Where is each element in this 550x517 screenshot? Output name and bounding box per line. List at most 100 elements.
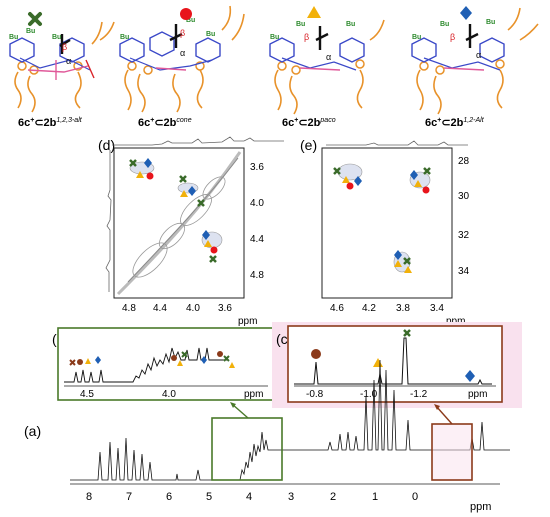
panel-a-x-tick-4: 5 xyxy=(206,491,212,503)
panel-e-y-tick-2: 30 xyxy=(458,191,470,202)
panel-e-label: (e) xyxy=(300,137,317,153)
structure-4-bu-label-1: Bu xyxy=(412,34,421,41)
panel-c-box xyxy=(287,325,503,403)
structure-3-triangle-marker xyxy=(307,6,321,18)
panel-d-x-unit: ppm xyxy=(238,316,257,327)
structure-4-beta: β xyxy=(450,32,455,42)
structure-1-cross-marker xyxy=(28,12,42,26)
panel-e-y-tick-3: 32 xyxy=(458,230,470,241)
panel-e: (e) 4.6 4.2 3.8 3.4 ppm 28 30 32 34 xyxy=(300,137,470,327)
structure-3-drawing xyxy=(269,19,385,115)
panel-d-cross-marker-2 xyxy=(179,175,187,183)
panel-a-x-tick-1: 8 xyxy=(86,491,92,503)
panel-d-y-tick-1: 3.6 xyxy=(250,162,264,173)
structure-4-alpha: α xyxy=(476,50,481,60)
structure-4-drawing xyxy=(411,7,539,115)
panel-b-x-unit: ppm xyxy=(244,389,263,400)
structure-1-alpha: α xyxy=(66,56,71,66)
panel-c-x-unit: ppm xyxy=(468,389,487,400)
structure-3-label: 6c+⊂2bpaco xyxy=(282,117,336,129)
panel-e-cross-marker-3 xyxy=(403,257,411,265)
panel-b-spectrum xyxy=(64,347,229,383)
panel-b-box xyxy=(57,327,275,401)
structure-2: Bu Bu Bu β α 6c+⊂2bcone xyxy=(119,5,245,129)
panel-e-plot-area xyxy=(321,147,453,299)
panel-b-cross-marker-2 xyxy=(181,351,188,358)
structure-1-bu-label-1: Bu xyxy=(9,34,18,41)
structure-1-beta: β xyxy=(62,42,67,52)
structure-2-label: 6c+⊂2bcone xyxy=(138,117,192,129)
panel-d-side-projection xyxy=(105,150,112,292)
panel-c-spectrum xyxy=(294,337,492,385)
panel-d-triangle-marker-1 xyxy=(136,171,144,178)
panel-e-x-tick-4: 3.4 xyxy=(430,303,444,314)
panel-e-x-tick-3: 3.8 xyxy=(396,303,410,314)
structure-1-label: 6c+⊂2b1,2,3-alt xyxy=(18,117,83,129)
structure-4-bu-label-2: Bu xyxy=(440,21,449,28)
panel-e-cross-marker-1 xyxy=(333,167,341,175)
panel-c-x-tick-3: -1.2 xyxy=(410,389,428,400)
structure-4-label: 6c+⊂2b1,2-Alt xyxy=(425,117,485,129)
panel-d-x-tick-1: 4.8 xyxy=(122,303,136,314)
structure-3-bu-label-1: Bu xyxy=(270,34,279,41)
panel-b-x-tick-1: 4.5 xyxy=(80,389,94,400)
panel-c-circle-marker xyxy=(311,349,321,359)
panel-e-y-tick-1: 28 xyxy=(458,156,470,167)
panel-d-x-tick-3: 4.0 xyxy=(186,303,200,314)
panel-e-cross-marker-2 xyxy=(423,167,431,175)
panel-b-circle-marker-1 xyxy=(77,359,83,365)
structure-3-bu-label-3: Bu xyxy=(346,21,355,28)
panel-c-diamond-marker xyxy=(465,370,475,382)
panel-e-triangle-marker-4 xyxy=(404,266,412,273)
panel-d-triangle-marker-2 xyxy=(180,190,188,197)
structure-3-beta: β xyxy=(304,32,309,42)
panel-d-y-tick-3: 4.4 xyxy=(250,234,264,245)
panel-b-triangle-marker-2 xyxy=(177,360,183,366)
structure-4: Bu Bu Bu β α 6c+⊂2b1,2-Alt xyxy=(411,6,539,129)
structure-2-drawing xyxy=(119,5,245,113)
panel-d-triangle-marker-3 xyxy=(204,240,212,247)
panel-d-circle-marker-3 xyxy=(210,246,218,254)
panel-d-diamond-marker-3 xyxy=(202,230,210,240)
panel-a-arrow-c xyxy=(435,405,453,425)
panel-b-circle-marker-3 xyxy=(217,351,223,357)
panel-d-y-tick-4: 4.8 xyxy=(250,270,264,281)
structure-1-drawing xyxy=(9,21,115,113)
panel-a-x-tick-5: 4 xyxy=(246,491,252,503)
structure-2-bu-label-2: Bu xyxy=(186,17,195,24)
panel-e-diamond-marker-3 xyxy=(394,250,402,260)
panel-d-diamond-marker-2 xyxy=(188,186,196,196)
panel-a-x-tick-2: 7 xyxy=(126,491,132,503)
structure-2-bu-label-3: Bu xyxy=(206,31,215,38)
panel-d-crosspeaks xyxy=(129,158,223,263)
structure-2-beta: β xyxy=(180,28,185,38)
structure-2-circle-marker xyxy=(180,8,192,20)
panel-b-circle-marker-2 xyxy=(171,355,177,361)
panel-a-arrow-b xyxy=(231,403,249,419)
structure-2-alpha: α xyxy=(180,48,185,58)
panel-e-y-tick-4: 34 xyxy=(458,266,470,277)
panel-a-x-tick-8: 1 xyxy=(372,491,378,503)
panel-b-cross-marker-3 xyxy=(223,355,230,362)
structure-3-bu-label-2: Bu xyxy=(296,21,305,28)
panel-e-x-tick-2: 4.2 xyxy=(362,303,376,314)
panel-e-circle-marker-1 xyxy=(346,182,354,190)
panel-d-y-tick-2: 4.0 xyxy=(250,198,264,209)
panel-b-x-tick-2: 4.0 xyxy=(162,389,176,400)
panel-b-triangle-marker-1 xyxy=(85,358,91,364)
panel-a-zoom-box-c xyxy=(431,423,473,481)
structure-3: Bu Bu Bu β α 6c+⊂2bpaco xyxy=(269,6,385,129)
panel-a-x-unit: ppm xyxy=(470,501,491,513)
panel-d-diagonal xyxy=(116,151,242,296)
panel-d-cross-marker-3 xyxy=(197,199,205,207)
panel-b-diamond-marker-2 xyxy=(201,356,207,364)
panel-e-triangle-marker-1 xyxy=(342,176,350,183)
panel-d-x-tick-4: 3.6 xyxy=(218,303,232,314)
panel-e-crosspeaks xyxy=(333,163,431,273)
panel-c-x-tick-2: -1.0 xyxy=(360,389,378,400)
panel-a: (a) 8 7 6 5 4 3 2 1 0 ppm xyxy=(24,359,510,513)
panel-e-x-tick-1: 4.6 xyxy=(330,303,344,314)
panel-d-x-tick-2: 4.4 xyxy=(153,303,167,314)
panel-d-plot-area xyxy=(113,147,245,299)
